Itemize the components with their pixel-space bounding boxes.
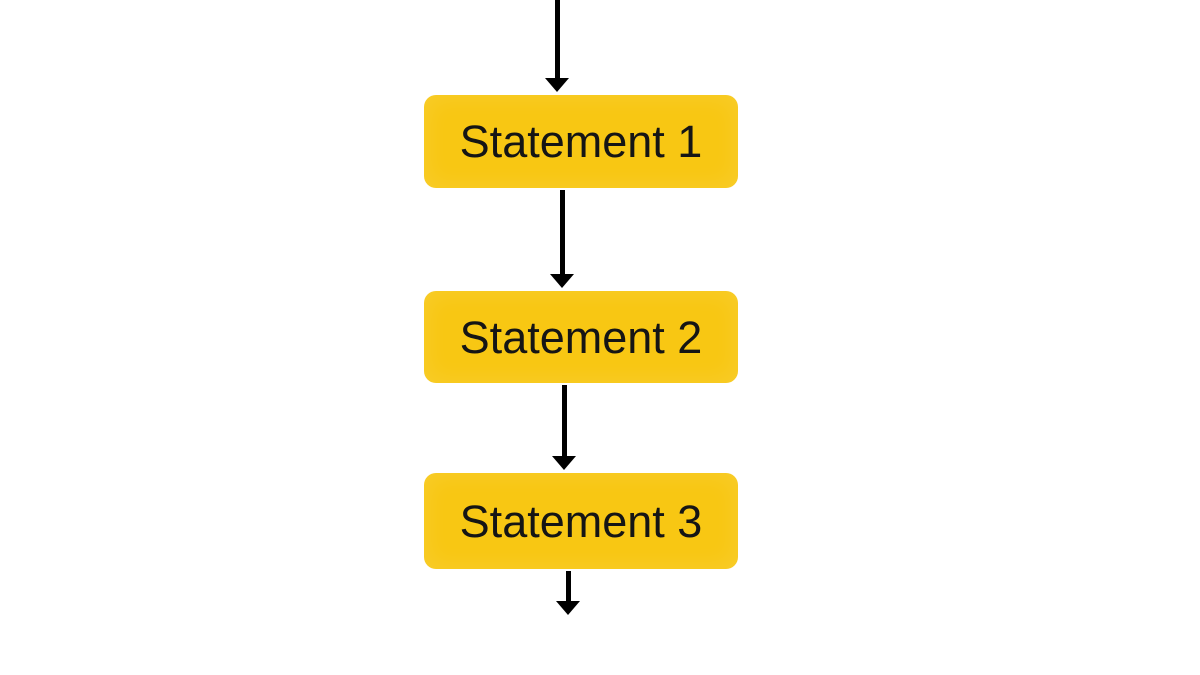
arrowhead-icon xyxy=(552,456,576,470)
node-label: Statement 3 xyxy=(459,495,703,547)
flow-node-statement-3: Statement 3 xyxy=(424,473,738,569)
arrow-shaft xyxy=(561,385,567,456)
arrow-shaft xyxy=(554,0,560,78)
flow-node-statement-1: Statement 1 xyxy=(424,95,738,188)
down-arrow-icon xyxy=(556,571,580,615)
arrowhead-icon xyxy=(550,274,574,288)
node-label: Statement 2 xyxy=(459,311,703,363)
arrowhead-icon xyxy=(556,601,580,615)
arrow-shaft xyxy=(565,571,571,601)
flow-node-statement-2: Statement 2 xyxy=(424,291,738,383)
arrow-shaft xyxy=(559,190,565,274)
node-label: Statement 1 xyxy=(459,116,703,167)
down-arrow-icon xyxy=(550,190,574,288)
down-arrow-icon xyxy=(545,0,569,92)
down-arrow-icon xyxy=(552,385,576,470)
arrowhead-icon xyxy=(545,78,569,92)
